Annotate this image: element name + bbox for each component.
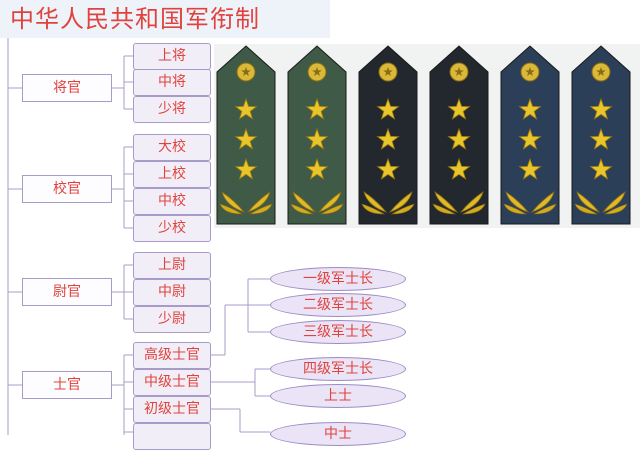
shoulder-board xyxy=(429,45,489,225)
laurel-left-icon xyxy=(363,191,388,213)
laurel-right-icon xyxy=(601,191,626,213)
category-nco: 士官 xyxy=(22,371,112,399)
rank-star-icon xyxy=(305,97,329,120)
rank-box: 上尉 xyxy=(133,252,211,279)
laurel-left-icon xyxy=(219,203,244,215)
laurel-right-icon xyxy=(246,191,271,213)
category-company-officer: 尉官 xyxy=(22,278,112,306)
sergeant-grade-oval: 一级军士长 xyxy=(270,267,406,291)
shoulder-boards-panel xyxy=(214,44,640,228)
laurel-left-icon xyxy=(361,203,386,215)
board-button-star-icon xyxy=(241,67,251,76)
rank-box: 中将 xyxy=(133,69,211,96)
shoulder-board xyxy=(571,45,631,225)
rank-box: 少将 xyxy=(133,96,211,123)
laurel-right-icon xyxy=(461,203,486,215)
laurel-left-icon xyxy=(574,203,599,215)
connector-lines xyxy=(7,38,270,435)
laurel-right-icon xyxy=(317,191,342,213)
laurel-left-icon xyxy=(434,191,459,213)
shoulder-board xyxy=(287,45,347,225)
rank-box: 高级士官 xyxy=(133,342,211,369)
laurel-right-icon xyxy=(388,191,413,213)
sergeant-grade-oval: 三级军士长 xyxy=(270,320,406,344)
laurel-left-icon xyxy=(503,203,528,215)
rank-star-icon xyxy=(305,157,329,180)
laurel-left-icon xyxy=(432,203,457,215)
board-button-star-icon xyxy=(525,67,535,76)
rank-star-icon xyxy=(376,97,400,120)
rank-box: 上校 xyxy=(133,161,211,188)
sergeant-grade-oval: 上士 xyxy=(270,384,406,408)
board-button-star-icon xyxy=(383,67,393,76)
rank-box: 中校 xyxy=(133,188,211,215)
rank-star-icon xyxy=(589,157,613,180)
rank-star-icon xyxy=(234,127,258,150)
rank-box: 中级士官 xyxy=(133,369,211,396)
laurel-left-icon xyxy=(221,191,246,213)
rank-star-icon xyxy=(447,97,471,120)
laurel-left-icon xyxy=(292,191,317,213)
rank-box: 中尉 xyxy=(133,279,211,306)
rank-star-icon xyxy=(376,157,400,180)
laurel-right-icon xyxy=(603,203,628,215)
rank-star-icon xyxy=(518,127,542,150)
laurel-left-icon xyxy=(505,191,530,213)
laurel-left-icon xyxy=(290,203,315,215)
rank-box: 少尉 xyxy=(133,306,211,333)
shoulder-boards-image xyxy=(216,45,631,225)
shoulder-board xyxy=(216,45,276,225)
laurel-right-icon xyxy=(248,203,273,215)
rank-star-icon xyxy=(447,127,471,150)
board-button-star-icon xyxy=(312,67,322,76)
shoulder-board xyxy=(500,45,560,225)
rank-box: 少校 xyxy=(133,215,211,242)
rank-box: 大校 xyxy=(133,134,211,161)
laurel-right-icon xyxy=(530,191,555,213)
sergeant-grade-oval: 二级军士长 xyxy=(270,293,406,317)
category-field-officer: 校官 xyxy=(22,175,112,203)
rank-star-icon xyxy=(589,127,613,150)
rank-box xyxy=(133,423,211,450)
rank-star-icon xyxy=(447,157,471,180)
category-general-officer: 将官 xyxy=(22,74,112,102)
laurel-left-icon xyxy=(576,191,601,213)
rank-box: 初级士官 xyxy=(133,396,211,423)
laurel-right-icon xyxy=(319,203,344,215)
shoulder-board xyxy=(358,45,418,225)
rank-star-icon xyxy=(589,97,613,120)
laurel-right-icon xyxy=(390,203,415,215)
rank-star-icon xyxy=(518,157,542,180)
rank-star-icon xyxy=(518,97,542,120)
rank-star-icon xyxy=(234,157,258,180)
rank-star-icon xyxy=(305,127,329,150)
rank-star-icon xyxy=(234,97,258,120)
laurel-right-icon xyxy=(459,191,484,213)
laurel-right-icon xyxy=(532,203,557,215)
sergeant-grade-oval: 四级军士长 xyxy=(270,357,406,381)
rank-star-icon xyxy=(376,127,400,150)
board-button-star-icon xyxy=(454,67,464,76)
rank-box: 上将 xyxy=(133,43,211,70)
board-button-star-icon xyxy=(596,67,606,76)
page-title: 中华人民共和国军衔制 xyxy=(0,0,330,38)
sergeant-grade-oval: 中士 xyxy=(270,422,406,446)
